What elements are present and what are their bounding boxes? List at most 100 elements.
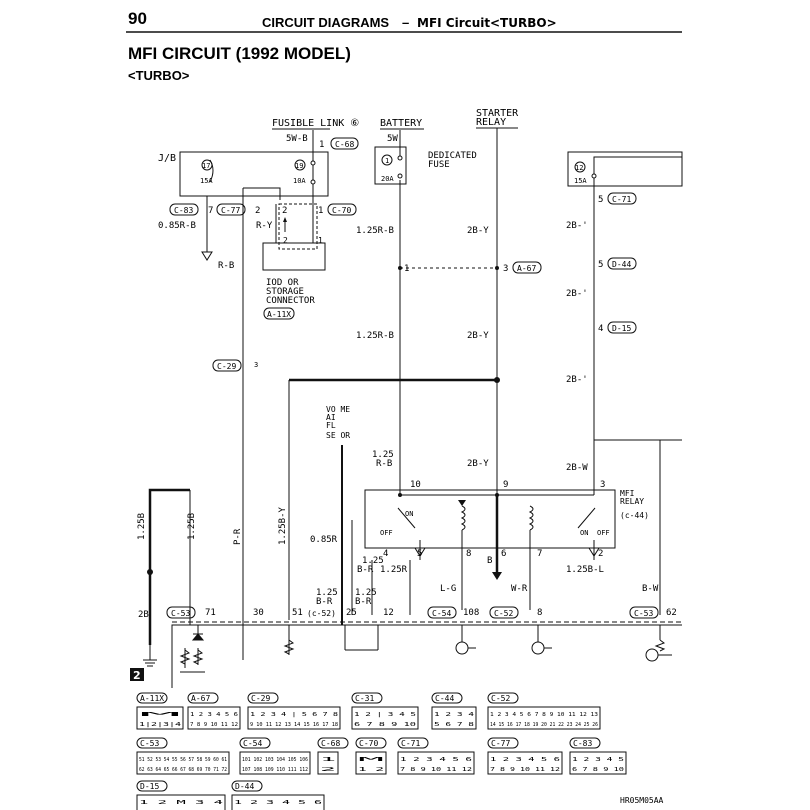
connector-c68-tag: C-68 (330, 137, 359, 150)
legend-connector-pins: 1 (320, 757, 336, 763)
legend-connector-pins: 1 2 M 3 4 (139, 800, 225, 806)
svg-text:D-15: D-15 (612, 324, 631, 333)
label-jb: J/B (158, 153, 176, 164)
label-battery: BATTERY (380, 118, 422, 129)
wire-rb: R-B (218, 261, 234, 271)
fuse-12: 12 15A (574, 161, 587, 185)
legend-connector-pins: 5 6 7 8 (434, 722, 474, 728)
legend-connector-name: C-44 (435, 694, 454, 703)
label-vome-3: FL (326, 421, 336, 430)
connector-d15-tag: D-15 (607, 321, 637, 334)
svg-text:C-53: C-53 (171, 609, 190, 618)
connector-a11x-tag: A-11X (263, 307, 295, 320)
legend-connector-pins: 1|2|3|4 (139, 722, 182, 728)
svg-text:15A: 15A (200, 177, 213, 185)
label-fusible-link: FUSIBLE LINK ⑥ (272, 118, 359, 129)
junction-block-right (567, 151, 683, 187)
relay-on-right: ON (580, 529, 588, 537)
svg-text:C-77: C-77 (221, 206, 240, 215)
pin-30: 30 (253, 608, 264, 618)
connector-c71-tag: C-71 (607, 192, 637, 205)
legend-connector-pins: 1 2 3 4 5 6 (190, 712, 238, 718)
legend-connector-pins: 7 8 9 10 11 12 (400, 767, 472, 773)
page-number: 90 (128, 9, 147, 28)
legend-connector-pins: 51 52 53 54 55 56 57 58 59 60 61 (139, 757, 227, 763)
legend-connector-pins: 1 2 (358, 767, 384, 773)
wire-125bl: 1.25B-L (566, 565, 604, 575)
legend-connector-pins: 1 2 3 4 5 6 7 8 9 10 11 12 13 (490, 712, 598, 718)
legend-connector-name: D-44 (235, 782, 254, 791)
svg-text:15A: 15A (574, 177, 587, 185)
pin-4: 4 (383, 549, 388, 559)
legend-connector-name: C-52 (491, 694, 510, 703)
wire-5w: 5W (387, 134, 398, 144)
pin-3-a67: 3 (503, 264, 508, 274)
wire-125rb-b: 1.25R-B (356, 331, 394, 341)
legend-connector-name: C-83 (573, 739, 592, 748)
legend-connector-pins: 1 2 3 4 (434, 712, 475, 718)
wire-125-b: 1.25 (355, 588, 377, 598)
legend-connector-pins: 9 10 11 12 13 14 15 16 17 18 (250, 722, 338, 728)
legend-connector-pins: 1 2 3 4 5 6 (400, 757, 472, 763)
pin-1-iod: 1 (318, 236, 323, 245)
wire-rb-top: R-B (376, 459, 392, 469)
label-relay: RELAY (476, 117, 506, 128)
legend-connector-c-83: C-831 2 3 4 56 7 8 9 10 (569, 737, 627, 775)
pin-12: 12 (383, 608, 394, 618)
legend-connector-pins: 6 7 8 9 10 (572, 767, 624, 773)
pin-6: 6 (501, 549, 506, 559)
wire-125b-a: 1.25B (137, 513, 147, 540)
pin-8-c52: 8 (537, 608, 542, 618)
legend-connector-pins: 1 2 3 4 5 6 (234, 800, 322, 806)
legend-connector-name: A-11X (140, 694, 164, 703)
label-iod-3: CONNECTOR (266, 296, 315, 306)
wire-125by: 1.25B-Y (278, 506, 288, 545)
wire-wr: W-R (511, 584, 528, 594)
svg-text:10A: 10A (293, 177, 306, 185)
ground-number: 2 (133, 669, 141, 682)
drawing-code: HR05M05AA (620, 796, 664, 805)
legend-connector-pins: 1 2 3 4 | 5 6 7 8 (250, 712, 338, 718)
pin-71: 71 (205, 608, 216, 618)
wire-lg: L-G (440, 584, 456, 594)
svg-text:A-11X: A-11X (267, 310, 291, 319)
legend-connector-c-29: C-29 1 2 3 4 | 5 6 7 8 9 10 11 12 13 14 15… (247, 692, 341, 730)
pin-4-d15: 4 (598, 324, 603, 334)
pin-2-iod-top: 2 (282, 206, 287, 216)
connector-c53b-tag: C-53 (629, 606, 659, 619)
pin-2-a: 2 (255, 206, 260, 216)
wire-pr: P-R (233, 528, 243, 545)
wire-125-top: 1.25 (372, 450, 394, 460)
svg-text:C-71: C-71 (612, 195, 631, 204)
svg-text:12: 12 (575, 164, 583, 172)
legend-connector-name: C-29 (251, 694, 270, 703)
mfi-relay-box (364, 489, 616, 549)
header-dash: – (402, 15, 409, 30)
legend-connector-pins: 2 (320, 767, 336, 773)
wire-2bw: 2B-W (566, 463, 588, 473)
header-subsection: MFI Circuit (417, 16, 490, 30)
connector-a67-tag: A-67 (512, 261, 542, 274)
legend-connector-name: C-54 (243, 739, 262, 748)
connector-c53a-tag: C-53 (166, 606, 196, 619)
legend-connector-c-31: C-311 2 | 3 4 56 7 8 9 10 (351, 692, 419, 730)
junction-block (179, 151, 329, 197)
legend-connector-name: C-70 (359, 739, 378, 748)
ecu-boundary (171, 624, 682, 688)
relay-off-right: OFF (597, 529, 610, 537)
pin-1-a: 1 (318, 206, 323, 216)
wire-085r: 0.85R (310, 535, 338, 545)
connector-c54-tag: C-54 (427, 606, 457, 619)
legend-connector-pins: 6 7 8 9 10 (354, 722, 416, 728)
pin-1-top: 1 (319, 140, 324, 150)
svg-text:C-68: C-68 (335, 140, 354, 149)
legend-connector-name: C-77 (491, 739, 510, 748)
header-variant: <TURBO> (490, 16, 557, 30)
label-mfi: MFI (620, 489, 635, 498)
label-vome-4: SE OR (326, 431, 350, 440)
label-iod-1: IOD OR (266, 278, 299, 288)
